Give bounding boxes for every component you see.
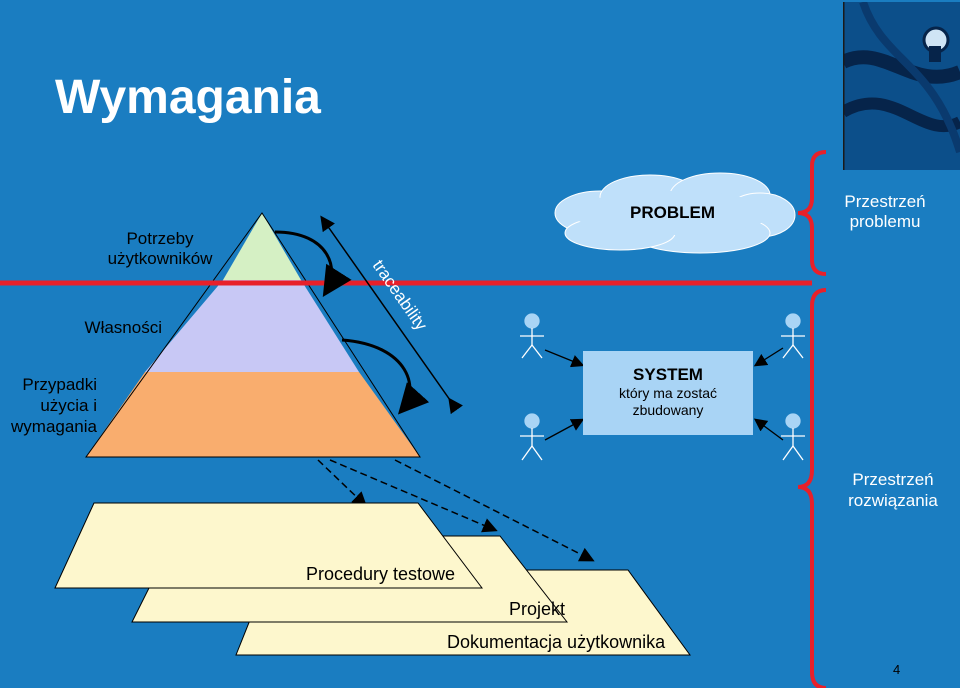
actor-icon xyxy=(781,413,805,461)
system-title: SYSTEM xyxy=(633,365,703,384)
system-subtitle-line1: który ma zostać xyxy=(618,385,718,401)
actor-arrow xyxy=(544,418,585,441)
pyramid-top-layer xyxy=(223,213,301,280)
photo-image xyxy=(843,2,960,170)
problem-label: PROBLEM xyxy=(630,203,715,222)
solution-space-label: Przestrzeń rozwiązania xyxy=(833,469,953,511)
doc-test-procedures-label: Procedury testowe xyxy=(306,564,456,584)
actor-arrow xyxy=(544,349,585,368)
traceability-label: traceability xyxy=(369,256,431,334)
doc-design-label: Projekt xyxy=(509,599,566,619)
pyramid-middle-label: Własności xyxy=(84,318,162,337)
problem-space-label: Przestrzeń problemu xyxy=(830,192,940,232)
pyramid-bottom-layer xyxy=(86,372,420,457)
slide-title: Wymagania xyxy=(55,71,321,124)
doc-test-procedures xyxy=(54,502,484,589)
problem-space-brace xyxy=(797,150,827,276)
solution-space-line1: Przestrzeń xyxy=(852,470,934,489)
solution-space-brace xyxy=(797,288,827,688)
actor-arrow xyxy=(753,347,784,367)
problem-space-line1: Przestrzeń xyxy=(844,192,926,211)
solution-space-line2: rozwiązania xyxy=(848,491,938,510)
system-box: SYSTEM który ma zostać zbudowany xyxy=(583,351,753,435)
actor-arrow xyxy=(753,418,784,441)
pyramid-middle-layer xyxy=(145,280,359,372)
system-subtitle-line2: zbudowany xyxy=(632,402,704,418)
dashed-arrow-left xyxy=(317,459,368,508)
doc-user-documentation-label: Dokumentacja użytkownika xyxy=(447,632,666,652)
actor-icon xyxy=(520,413,544,461)
problem-space-line2: problemu xyxy=(849,212,921,231)
actor-icon xyxy=(781,313,805,359)
dashed-arrow-middle xyxy=(329,459,498,533)
traceability-line xyxy=(320,215,464,415)
pyramid-bottom-label: Przypadki użycia i wymagania xyxy=(11,375,97,436)
decorative-photo xyxy=(843,2,960,170)
dashed-arrow-right xyxy=(394,459,595,562)
page-number: 4 xyxy=(893,662,901,677)
pyramid-top-label: Potrzeby użytkowników xyxy=(107,229,213,268)
actor-icon xyxy=(520,313,544,359)
